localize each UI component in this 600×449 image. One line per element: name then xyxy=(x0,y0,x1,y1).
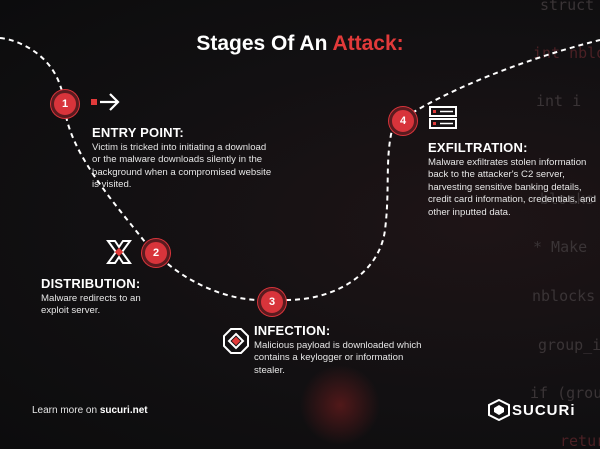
footer-learn-more: Learn more on sucuri.net xyxy=(32,405,148,416)
bg-code-line: int nbloc xyxy=(533,44,600,62)
bg-code-line: if (group xyxy=(530,384,600,402)
stage-4-description: Malware exfiltrates stolen information b… xyxy=(428,157,596,218)
footer-prefix: Learn more on xyxy=(32,405,98,416)
bg-code-line: group_i xyxy=(538,336,600,354)
stage-2-number: 2 xyxy=(142,239,170,267)
sucuri-logo-text: SUCURi xyxy=(512,402,576,419)
arrow-right-icon xyxy=(91,93,120,111)
bg-code-line: struct s xyxy=(540,0,600,14)
stage-1-description: Victim is tricked into initiating a down… xyxy=(92,142,272,191)
page-title: Stages Of An Attack: xyxy=(0,32,600,56)
bg-code-line: return xyxy=(560,432,600,449)
bg-code-line: nblocks xyxy=(532,287,596,305)
stage-3-heading: INFECTION: xyxy=(254,323,331,338)
stage-3-number: 3 xyxy=(258,288,286,316)
stage-1-heading: ENTRY POINT: xyxy=(92,125,184,140)
distribution-icon xyxy=(106,240,132,264)
stage-1-number: 1 xyxy=(51,90,79,118)
stage-3-description: Malicious payload is downloaded which co… xyxy=(254,340,422,376)
bg-code-line: blocks xyxy=(540,190,595,208)
stage-2-description: Malware redirects to an exploit server. xyxy=(41,293,141,317)
bg-code-line: int i xyxy=(536,92,582,110)
infection-icon xyxy=(223,328,249,354)
title-accent: Attack: xyxy=(332,32,404,55)
stage-2-heading: DISTRIBUTION: xyxy=(41,276,141,291)
bg-code-line: * Make xyxy=(533,238,588,256)
sucuri-logo-icon xyxy=(488,399,510,421)
server-icon xyxy=(429,106,457,129)
title-prefix: Stages Of An xyxy=(196,32,328,55)
stage-4-heading: EXFILTRATION: xyxy=(428,140,528,155)
footer-link[interactable]: sucuri.net xyxy=(99,405,148,416)
stage-4-number: 4 xyxy=(389,107,417,135)
